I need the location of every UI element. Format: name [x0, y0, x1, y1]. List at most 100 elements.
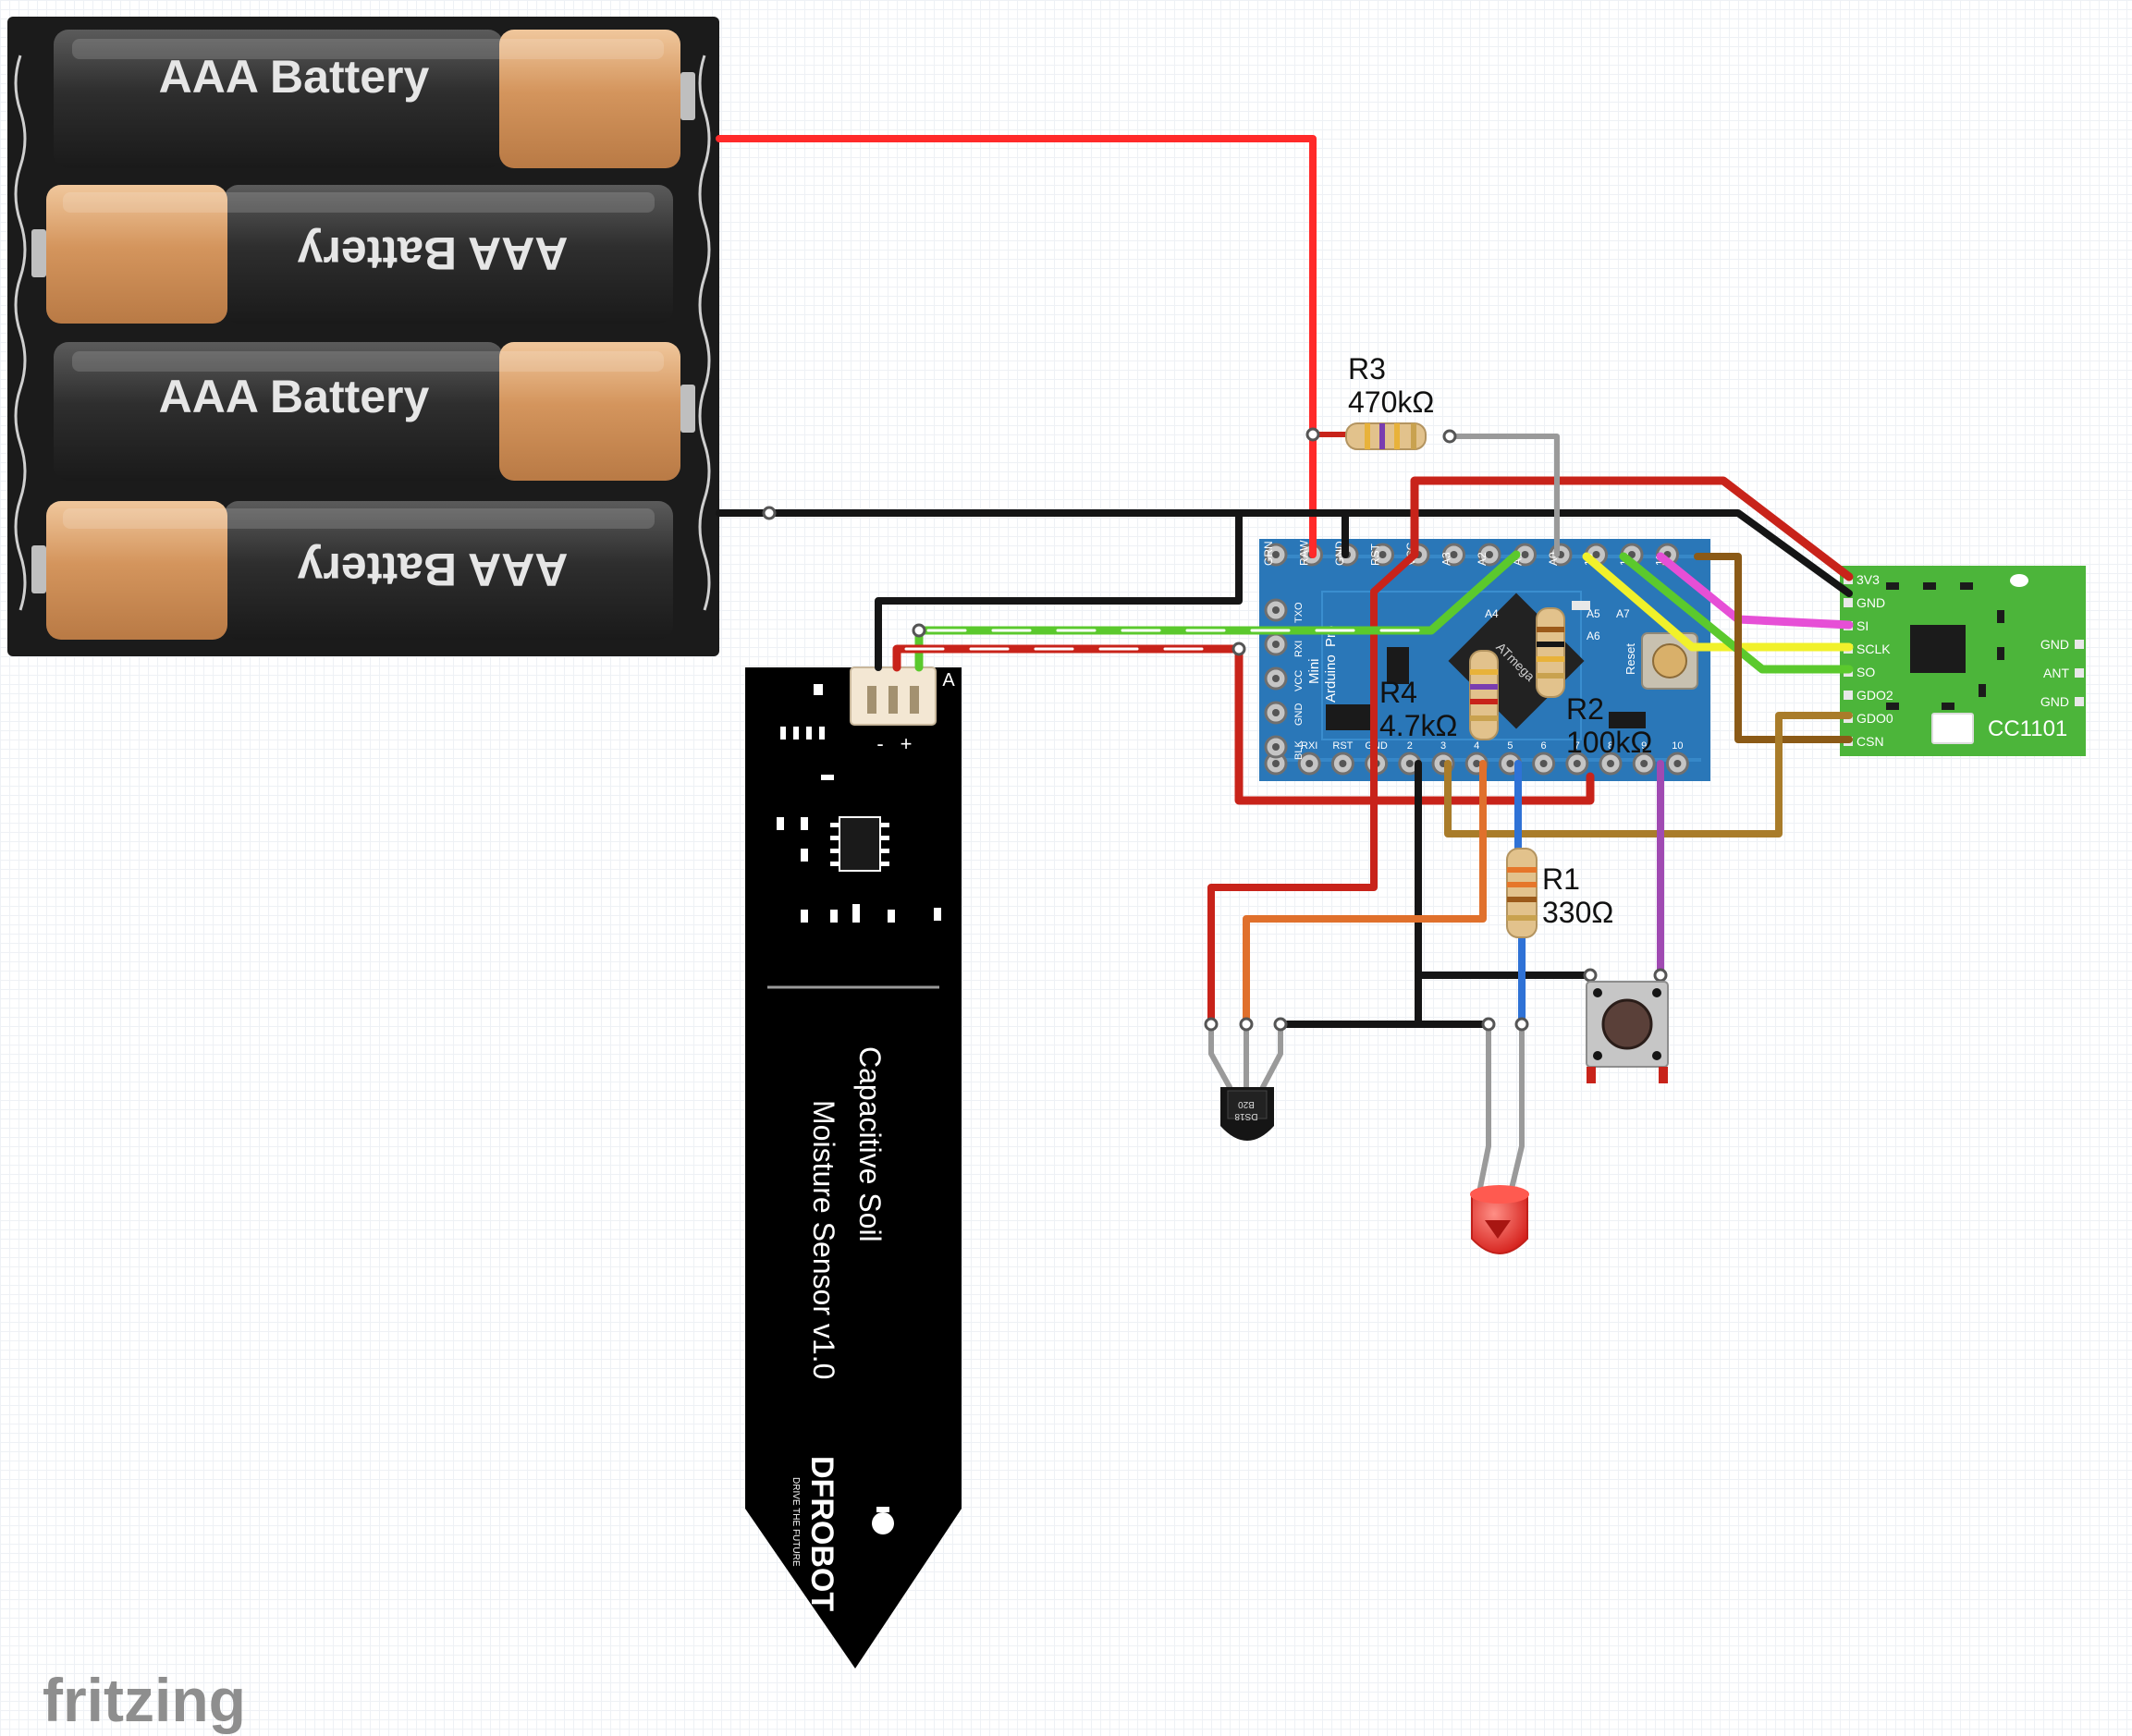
wire-gnd-to-sensor[interactable] [875, 509, 1243, 671]
cc1101-pin-label: SCLK [1856, 642, 1891, 656]
arduino-left-pin-label: RXI [1293, 641, 1305, 657]
pin-hole [1339, 760, 1347, 767]
battery-cell-label: AAA Battery [297, 544, 568, 595]
arduino-top-pin-label: A3 [1440, 552, 1453, 566]
battery-cell-2: AAA Battery [31, 185, 673, 324]
battery-cell-1: AAA Battery [54, 30, 695, 168]
ds18b20-label-line-2: B20 [1238, 1099, 1255, 1109]
pin-hole [1640, 760, 1648, 767]
arduino-name-line-3: Mini [1306, 658, 1322, 684]
cc1101-pin-label: 3V3 [1856, 572, 1880, 587]
soil-sensor-connector-label-minus: - [876, 732, 883, 755]
dfrobot-logo-icon [872, 1507, 894, 1534]
arduino-smd-part [1326, 704, 1372, 730]
r1-ref: R1 [1542, 862, 1580, 896]
pin-hole [1521, 551, 1529, 558]
cc1101-pin-ant[interactable] [2075, 668, 2084, 678]
pin-hole [1378, 551, 1387, 558]
cc1101-chip [1910, 625, 1966, 673]
resistor-r2[interactable] [1536, 607, 1565, 698]
cc1101-pin-label: GND [2040, 694, 2069, 709]
r3-ref: R3 [1348, 352, 1386, 385]
cc1101-module[interactable]: CC1101 3V3GNDSISCLKSOGDO2GDO0CSNGNDANTGN… [1840, 566, 2086, 756]
wire-spi-green[interactable] [1619, 552, 1854, 674]
resistor-r3[interactable] [1345, 422, 1427, 450]
temp-leg-3 [1260, 1021, 1283, 1090]
pin-hole [1272, 760, 1280, 767]
cc1101-pin-label: CSN [1856, 734, 1884, 749]
cc1101-pin-label: GDO2 [1856, 688, 1893, 703]
soil-moisture-sensor[interactable]: A - + Capacitive Soil Moisture Sensor v1… [745, 666, 962, 1669]
wire-spi-yellow[interactable] [1582, 552, 1854, 652]
cc1101-pin-label: SI [1856, 618, 1869, 633]
soil-sensor-chip [830, 816, 889, 872]
arduino-left-pin-label: TXO [1293, 602, 1305, 623]
arduino-left-pin-label: GND [1293, 703, 1305, 727]
wire-sensor-power[interactable] [892, 644, 1595, 805]
temp-leg-1 [1208, 1021, 1232, 1090]
arduino-top-pin-label: RST [1369, 543, 1382, 566]
pin-hole [1506, 760, 1514, 767]
pin-hole [1272, 709, 1280, 716]
arduino-name-line-1: Arduino [1323, 654, 1339, 703]
cc1101-pin-label: ANT [2043, 666, 2069, 680]
wire-ochre-to-gdo0[interactable] [1444, 712, 1853, 837]
soil-sensor-title-line-2: Moisture Sensor v1.0 [807, 1100, 840, 1379]
arduino-inner-label-a4: A4 [1485, 607, 1499, 620]
battery-holder [7, 17, 719, 656]
cc1101-pin-gnd[interactable] [2075, 697, 2084, 706]
red-led[interactable] [1470, 1185, 1529, 1254]
cc1101-pin-gdo2[interactable] [1844, 691, 1853, 700]
soil-sensor-title-line-1: Capacitive Soil [853, 1046, 887, 1242]
arduino-bottom-pin-label: 7 [1574, 740, 1580, 752]
pin-hole [1305, 760, 1314, 767]
arduino-bottom-pin-label: 10 [1672, 740, 1683, 752]
cc1101-mount-hole [2010, 574, 2028, 587]
resistor-r1[interactable] [1506, 848, 1538, 938]
wire-brown-to-gdo2[interactable] [1694, 553, 1853, 743]
cc1101-smd-parts [1886, 582, 2004, 710]
push-button[interactable] [1586, 981, 1669, 1083]
pin-hole [1272, 641, 1280, 648]
arduino-bottom-pin-label: RST [1332, 740, 1353, 752]
arduino-top-pin-label: GRN [1262, 541, 1275, 566]
wire-vcc-branch[interactable] [1207, 551, 1418, 1028]
wires [716, 135, 1854, 1195]
pin-hole [1607, 760, 1614, 767]
arduino-smd-part [1572, 601, 1590, 610]
pin-hole [1573, 760, 1581, 767]
arduino-bottom-pin-label: 2 [1407, 740, 1413, 752]
resistor-r4[interactable] [1469, 650, 1499, 740]
battery-pack[interactable]: AAA Battery AAA Battery AAA Battery AAA … [7, 17, 719, 656]
battery-cell-4: AAA Battery [31, 501, 673, 640]
battery-cell-3: AAA Battery [54, 342, 695, 481]
arduino-bottom-pin-label: 4 [1474, 740, 1479, 752]
pin-hole [1473, 760, 1481, 767]
pin-hole [1592, 551, 1600, 558]
pin-hole [1450, 551, 1458, 558]
cc1101-pin-label: GND [2040, 637, 2069, 652]
pin-hole [1272, 743, 1280, 751]
fritzing-watermark: fritzing [43, 1666, 246, 1734]
wire-battery-positive[interactable] [716, 135, 1317, 558]
wire-vcc-to-cc1101[interactable] [1410, 476, 1854, 581]
wire-battery-negative[interactable] [716, 509, 1853, 597]
wire-orange-to-temp[interactable] [1243, 760, 1487, 1028]
r4-value: 4.7kΩ [1379, 709, 1457, 742]
pin-hole [1272, 551, 1280, 558]
wire-r3-right[interactable] [1447, 434, 1560, 557]
battery-cell-label: AAA Battery [159, 371, 430, 422]
cc1101-pin-gnd[interactable] [2075, 640, 2084, 649]
ds18b20-temperature-sensor[interactable]: DS18 B20 [1220, 1087, 1274, 1141]
soil-sensor-connector-pins [867, 686, 919, 714]
arduino-bottom-pin-label: 3 [1440, 740, 1446, 752]
soil-sensor-connector-label-a: A [942, 670, 955, 691]
arduino-reset-button[interactable] [1641, 632, 1698, 690]
r2-ref: R2 [1566, 692, 1604, 726]
led-leg-1 [1476, 1021, 1491, 1195]
arduino-reset-label: Reset [1624, 643, 1637, 675]
cc1101-pin-gnd[interactable] [1844, 598, 1853, 607]
battery-springs [14, 55, 711, 611]
arduino-bottom-pin-label: 9 [1641, 740, 1647, 752]
